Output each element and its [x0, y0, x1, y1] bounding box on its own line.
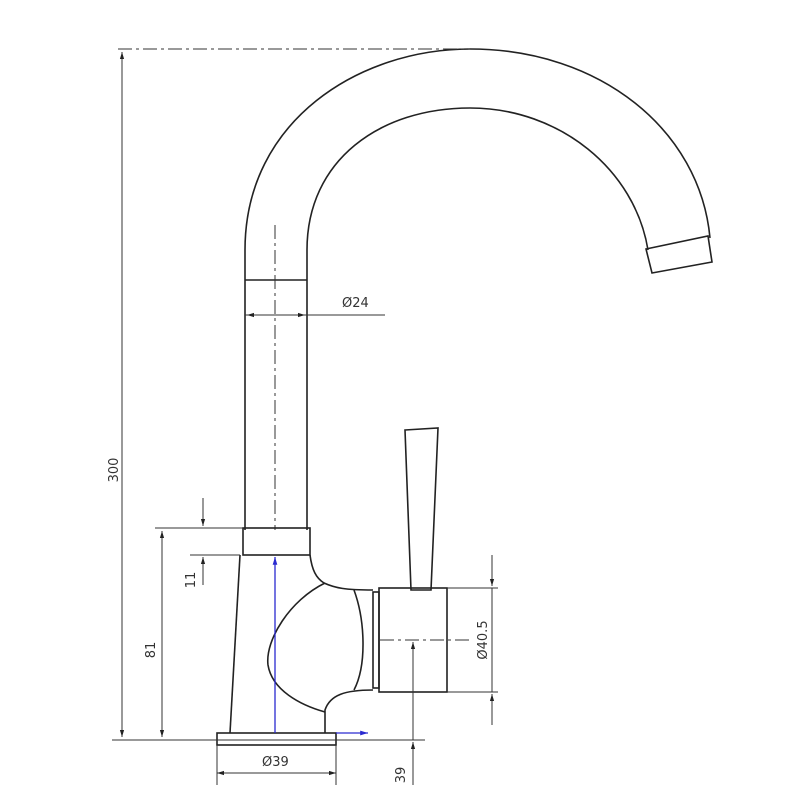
- label-39: 39: [394, 767, 409, 784]
- dimension-cartridge-diameter: Ø40.5: [476, 555, 495, 725]
- handle-lever: [404, 427, 439, 591]
- spout: [244, 48, 713, 530]
- dimension-collar-height: 11: [184, 498, 243, 588]
- label-11: 11: [184, 572, 199, 589]
- label-d39: Ø39: [262, 755, 289, 770]
- dimension-spout-diameter: Ø24: [245, 296, 385, 318]
- label-d40-5: Ø40.5: [476, 620, 491, 659]
- collar: [242, 527, 311, 556]
- dimension-total-height: 300: [107, 48, 470, 737]
- body: [229, 554, 380, 734]
- base: [216, 732, 337, 746]
- label-300: 300: [107, 458, 122, 483]
- label-81: 81: [144, 642, 159, 659]
- dimension-base-diameter: Ø39: [216, 745, 337, 785]
- label-d24: Ø24: [342, 296, 369, 311]
- dimension-cartridge-axis-height: 39: [394, 642, 416, 785]
- dimension-body-height: 81: [144, 527, 190, 737]
